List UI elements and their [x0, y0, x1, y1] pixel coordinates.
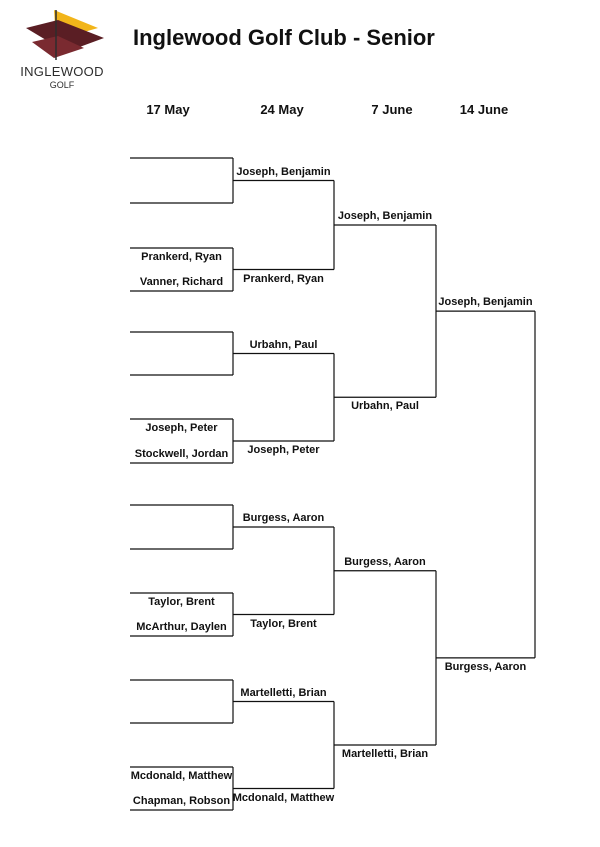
player-name: Chapman, Robson: [132, 795, 231, 807]
logo-name: INGLEWOOD: [20, 64, 104, 79]
player-name: Prankerd, Ryan: [141, 251, 222, 263]
player-name: Martelletti, Brian: [240, 686, 327, 699]
player-name: Joseph, Benjamin: [337, 210, 433, 222]
club-logo: INGLEWOOD GOLF: [14, 8, 110, 92]
player-name: McArthur, Daylen: [136, 621, 227, 633]
round-3-date: 7 June: [371, 102, 413, 117]
round-4-date: 14 June: [459, 102, 509, 117]
player-name: Joseph, Benjamin: [438, 296, 533, 309]
player-name: Prankerd, Ryan: [243, 272, 324, 285]
player-name: Burgess, Aaron: [344, 555, 426, 568]
player-name: Mcdonald, Matthew: [130, 770, 233, 782]
player-name: Stockwell, Jordan: [134, 448, 229, 460]
page-title: Inglewood Golf Club - Senior: [133, 25, 435, 50]
round-1-date: 17 May: [146, 102, 190, 117]
player-name: Burgess, Aaron: [444, 660, 527, 673]
logo-sub: GOLF: [49, 80, 75, 90]
player-name: Mcdonald, Matthew: [232, 791, 335, 804]
player-name: Joseph, Peter: [247, 444, 320, 456]
player-name: Burgess, Aaron: [242, 512, 325, 524]
player-name: Urbahn, Paul: [249, 338, 318, 351]
player-name: Taylor, Brent: [250, 617, 317, 630]
flag-logo-icon: [26, 10, 104, 60]
player-name: Vanner, Richard: [139, 276, 224, 288]
player-name: Joseph, Benjamin: [236, 165, 331, 178]
player-name: Urbahn, Paul: [351, 400, 419, 413]
round-2-date: 24 May: [260, 102, 304, 117]
player-name: Joseph, Peter: [145, 422, 218, 434]
player-name: Taylor, Brent: [148, 596, 215, 608]
player-name: Martelletti, Brian: [341, 748, 429, 760]
